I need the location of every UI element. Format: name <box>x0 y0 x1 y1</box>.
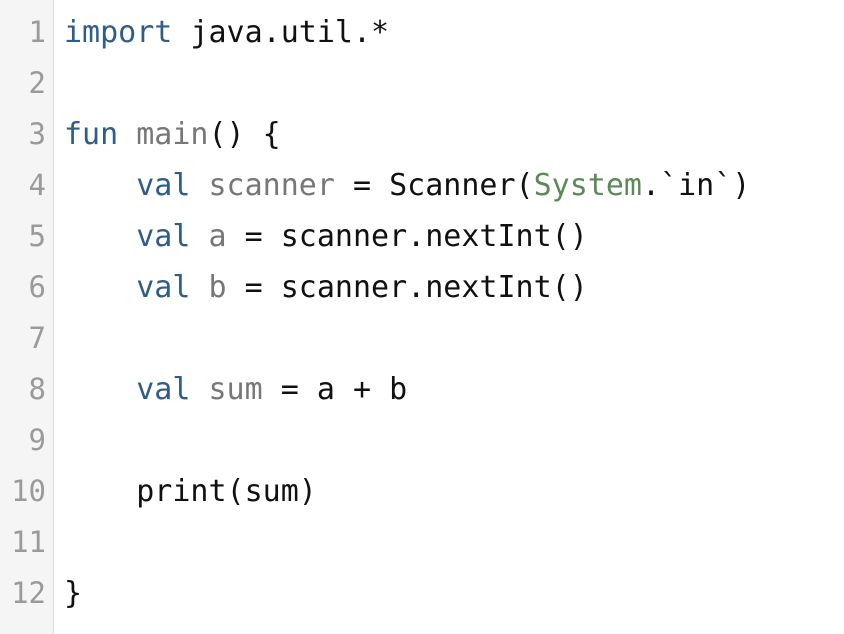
code-token: val <box>136 270 191 305</box>
code-token: .`in`) <box>642 168 751 203</box>
line-number: 8 <box>28 372 46 406</box>
code-token <box>64 372 136 407</box>
code-token <box>190 270 208 305</box>
code-token <box>190 168 208 203</box>
code-token: b <box>208 270 227 305</box>
code-line[interactable]: fun main() { <box>64 109 844 160</box>
code-token: System <box>533 168 642 203</box>
code-line[interactable]: print(sum) <box>64 466 844 517</box>
code-token <box>118 117 136 152</box>
code-line[interactable] <box>64 313 844 364</box>
code-token <box>64 219 136 254</box>
code-line[interactable]: val a = scanner.nextInt() <box>64 211 844 262</box>
line-number: 5 <box>28 219 46 253</box>
code-token: import <box>64 15 173 50</box>
code-token: a <box>208 219 227 254</box>
code-token <box>64 270 136 305</box>
code-token: fun <box>64 117 119 152</box>
code-token: } <box>64 576 83 611</box>
code-line[interactable]: import java.util.* <box>64 7 844 58</box>
code-token: val <box>136 168 191 203</box>
code-token: main <box>136 117 209 152</box>
line-number: 4 <box>28 168 46 202</box>
code-line[interactable]: val sum = a + b <box>64 364 844 415</box>
code-token: scanner <box>208 168 335 203</box>
line-number: 9 <box>28 423 46 457</box>
code-token: = a + b <box>262 372 408 407</box>
line-number: 10 <box>11 474 46 508</box>
code-token: () { <box>208 117 281 152</box>
code-area[interactable]: import java.util.* fun main() { val scann… <box>54 0 844 634</box>
line-number: 11 <box>11 525 46 559</box>
code-token: val <box>136 372 191 407</box>
line-number: 7 <box>28 321 46 355</box>
line-number: 1 <box>28 15 46 49</box>
code-line[interactable] <box>64 415 844 466</box>
code-token <box>64 168 136 203</box>
code-token: java.util.* <box>172 15 390 50</box>
line-number: 12 <box>11 576 46 610</box>
code-token: sum <box>208 372 263 407</box>
line-number: 6 <box>28 270 46 304</box>
code-token <box>190 372 208 407</box>
line-number: 2 <box>28 66 46 100</box>
code-line[interactable]: val scanner = Scanner(System.`in`) <box>64 160 844 211</box>
code-line[interactable] <box>64 517 844 568</box>
code-token: = scanner.nextInt() <box>226 219 588 254</box>
code-line[interactable] <box>64 58 844 109</box>
code-token: = Scanner( <box>334 168 534 203</box>
code-token: print(sum) <box>64 474 317 509</box>
code-line[interactable]: val b = scanner.nextInt() <box>64 262 844 313</box>
code-line[interactable]: } <box>64 568 844 619</box>
code-token: = scanner.nextInt() <box>226 270 588 305</box>
line-number: 3 <box>28 117 46 151</box>
code-token <box>190 219 208 254</box>
code-token: val <box>136 219 191 254</box>
